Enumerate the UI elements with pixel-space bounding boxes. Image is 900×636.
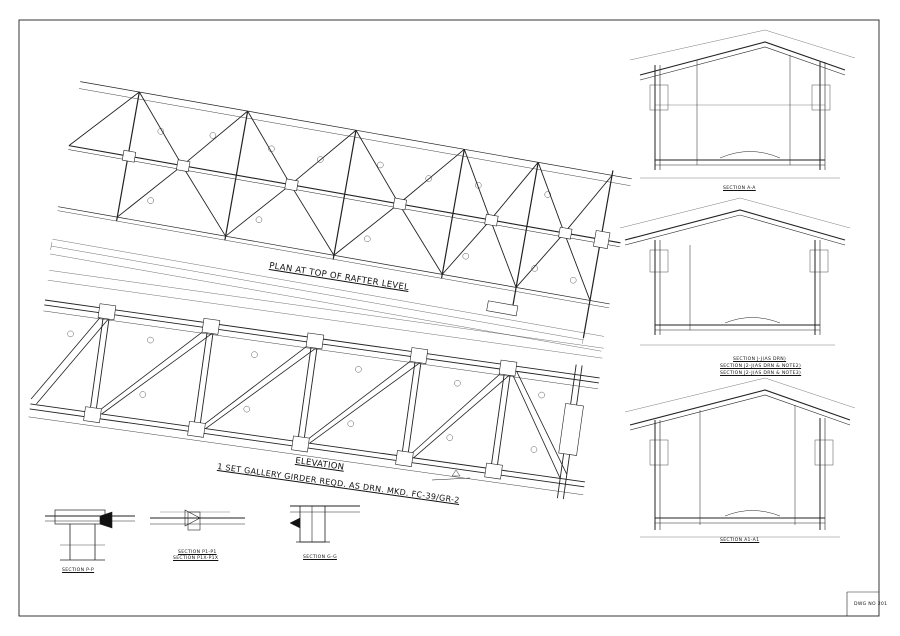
elevation-view xyxy=(28,270,604,500)
section-jj-view xyxy=(619,197,851,346)
section-jj-title-1: SECTION J-J(AS DRN) xyxy=(733,357,787,362)
section-p1-view xyxy=(150,509,245,531)
drawing-number: DWG NO 201 xyxy=(854,602,888,607)
section-pp-view xyxy=(45,509,135,561)
section-p1-title: SECTION P1-P1 xyxy=(178,550,217,555)
sheet-border xyxy=(18,19,880,617)
section-a1-view xyxy=(624,377,856,538)
section-gg-title: SECTION G-G xyxy=(303,555,337,560)
section-gg-view xyxy=(289,505,360,543)
section-pp-title: SECTION P-P xyxy=(62,568,95,573)
section-jj-title-3: SECTION J2-J(AS DRN & NOTE3) xyxy=(720,371,802,376)
section-aa-title: SECTION A-A xyxy=(723,186,756,191)
plan-view xyxy=(49,81,632,352)
section-jj-title-2: SECTION J2-J(AS DRN & NOTE2) xyxy=(720,364,802,369)
section-a1-title: SECTION A1-A1 xyxy=(720,538,760,543)
elevation-datum-symbol xyxy=(431,469,471,481)
section-aa-view xyxy=(629,29,856,179)
section-p1x-title: SECTION P1X-P1X xyxy=(173,556,219,561)
